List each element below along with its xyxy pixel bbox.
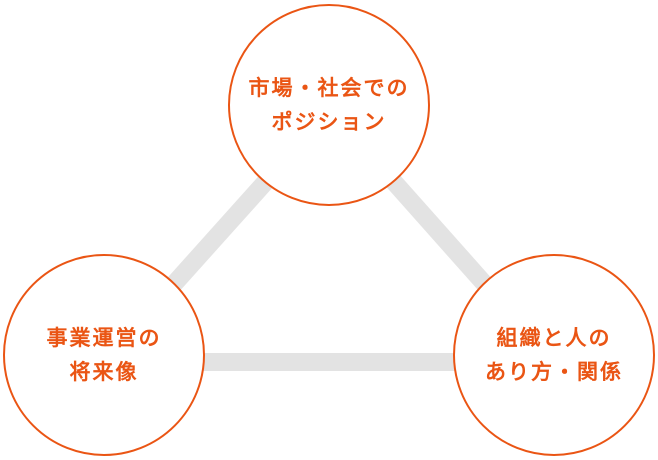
node-organization-people: 組織と人の あり方・関係	[453, 254, 655, 456]
node-label-line: 事業運営の	[46, 325, 162, 350]
node-label-line: 組織と人の	[496, 325, 612, 350]
node-organization-people-label: 組織と人の あり方・関係	[485, 321, 623, 389]
node-business-future: 事業運営の 将来像	[3, 254, 205, 456]
node-market-position: 市場・社会での ポジション	[228, 4, 430, 206]
node-label-line: 市場・社会での	[248, 75, 410, 100]
node-label-line: 将来像	[69, 360, 139, 384]
node-label-line: ポジション	[271, 110, 387, 134]
node-label-line: あり方・関係	[485, 360, 623, 384]
node-market-position-label: 市場・社会での ポジション	[249, 71, 410, 139]
node-business-future-label: 事業運営の 将来像	[47, 321, 162, 389]
